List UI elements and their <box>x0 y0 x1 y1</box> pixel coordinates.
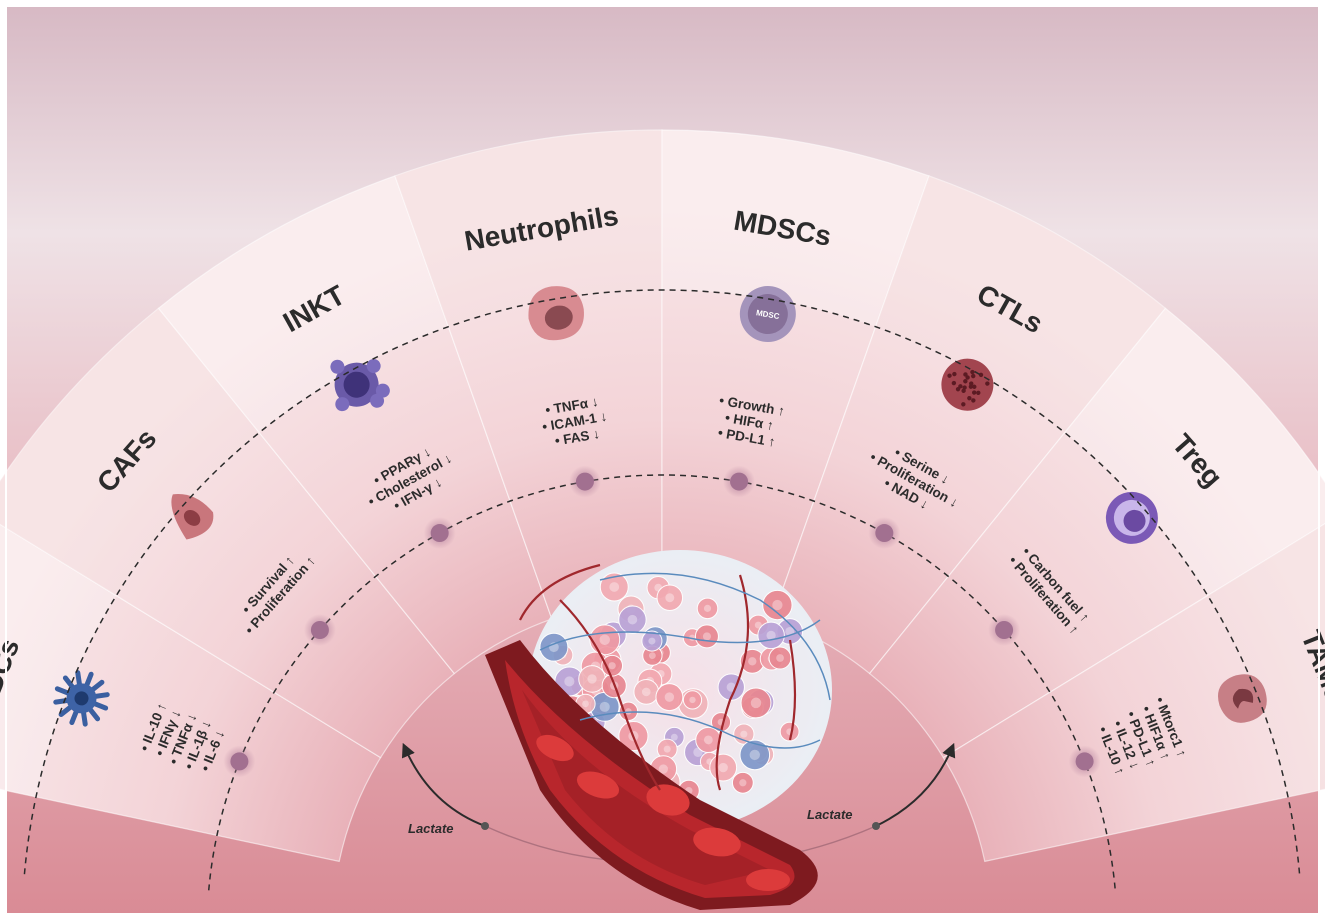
outer-dashed-arc <box>23 289 1301 875</box>
tumor-cell <box>618 605 647 634</box>
node-cafs <box>310 620 329 639</box>
node-tams <box>1075 752 1094 771</box>
mdsc-cell-icon: MDSC <box>739 286 796 343</box>
tumor-cell <box>739 739 771 771</box>
sector-wedge <box>942 523 1325 863</box>
sector-band <box>158 175 449 433</box>
tumor-cell <box>762 589 793 621</box>
tumor-cell <box>655 683 684 712</box>
node-ctls <box>875 524 894 543</box>
sector-inkt: INKT• PPARγ ↓• Cholesterol ↓• IFN-γ ↓ <box>157 175 553 675</box>
tumor-cell <box>731 771 754 794</box>
sector-wedge <box>0 523 382 863</box>
dendritic-cell-icon <box>53 670 110 727</box>
lactate-label-left: Lactate <box>408 821 454 836</box>
lactate-label-right: Lactate <box>807 807 853 822</box>
red-blood-cell <box>576 771 620 799</box>
sector-tams: TAMs• Mtorc1 ↑• HIF1α ↑• PD-L1 ↑• IL-12 … <box>942 523 1325 863</box>
node-inkt <box>430 524 449 543</box>
tumor-cell <box>757 621 785 650</box>
ctl-cell-icon <box>941 358 994 411</box>
mdsc-cell-label: MDSC <box>755 308 780 321</box>
sector-band <box>1064 308 1325 596</box>
tumor-cell <box>696 597 719 620</box>
sector-band <box>875 175 1166 433</box>
red-blood-cell <box>536 734 574 762</box>
capillaries <box>519 563 831 791</box>
tumor-cell <box>740 687 772 719</box>
tumor-cell <box>779 721 800 742</box>
neutrophil-cell-icon <box>528 286 584 341</box>
red-blood-cell <box>693 827 741 857</box>
sector-fan: DCs• IL-10 ↑• IFNγ ↓• TNFα ↓• IL-1β ↓• I… <box>0 129 1325 863</box>
lactate-arrow-right <box>875 742 956 827</box>
sector-band <box>662 130 930 327</box>
macrophage-cell-icon <box>1217 674 1267 723</box>
tumor-cell <box>599 572 629 602</box>
node-neutrophils <box>575 472 594 491</box>
tumor-cell <box>656 584 684 611</box>
tumor-cell <box>641 630 663 652</box>
red-blood-cell <box>746 869 790 891</box>
tumor-cell <box>768 646 792 670</box>
sector-treg: Treg• Carbon fuel ↑• Proliferation ↑ <box>868 307 1325 759</box>
treg-cell-icon <box>1105 491 1158 544</box>
tumor-cell <box>694 624 719 649</box>
node-treg <box>995 620 1014 639</box>
sector-band <box>1207 523 1325 797</box>
sector-band <box>0 524 117 797</box>
lactate-dot-right <box>872 822 880 830</box>
inner-dashed-arc <box>207 474 1117 891</box>
red-blood-cell <box>646 784 690 816</box>
node-mdscs <box>730 472 749 491</box>
sector-wedge <box>868 307 1325 759</box>
lactate-arrow-left <box>401 742 486 827</box>
lactate-dot-left <box>481 822 489 830</box>
sector-dcs: DCs• IL-10 ↑• IFNγ ↓• TNFα ↓• IL-1β ↓• I… <box>0 523 382 863</box>
sector-band <box>394 130 662 327</box>
tumor-cell <box>539 632 569 662</box>
tumor-cell <box>682 690 703 710</box>
sector-band <box>0 308 260 596</box>
tumor-cell <box>601 654 624 677</box>
tumor-with-blood-vessel-icon <box>485 550 832 910</box>
frame <box>5 5 1320 915</box>
node-dcs <box>230 752 249 771</box>
dashed-arcs <box>23 289 1301 891</box>
fibroblast-cell-icon <box>171 494 214 540</box>
